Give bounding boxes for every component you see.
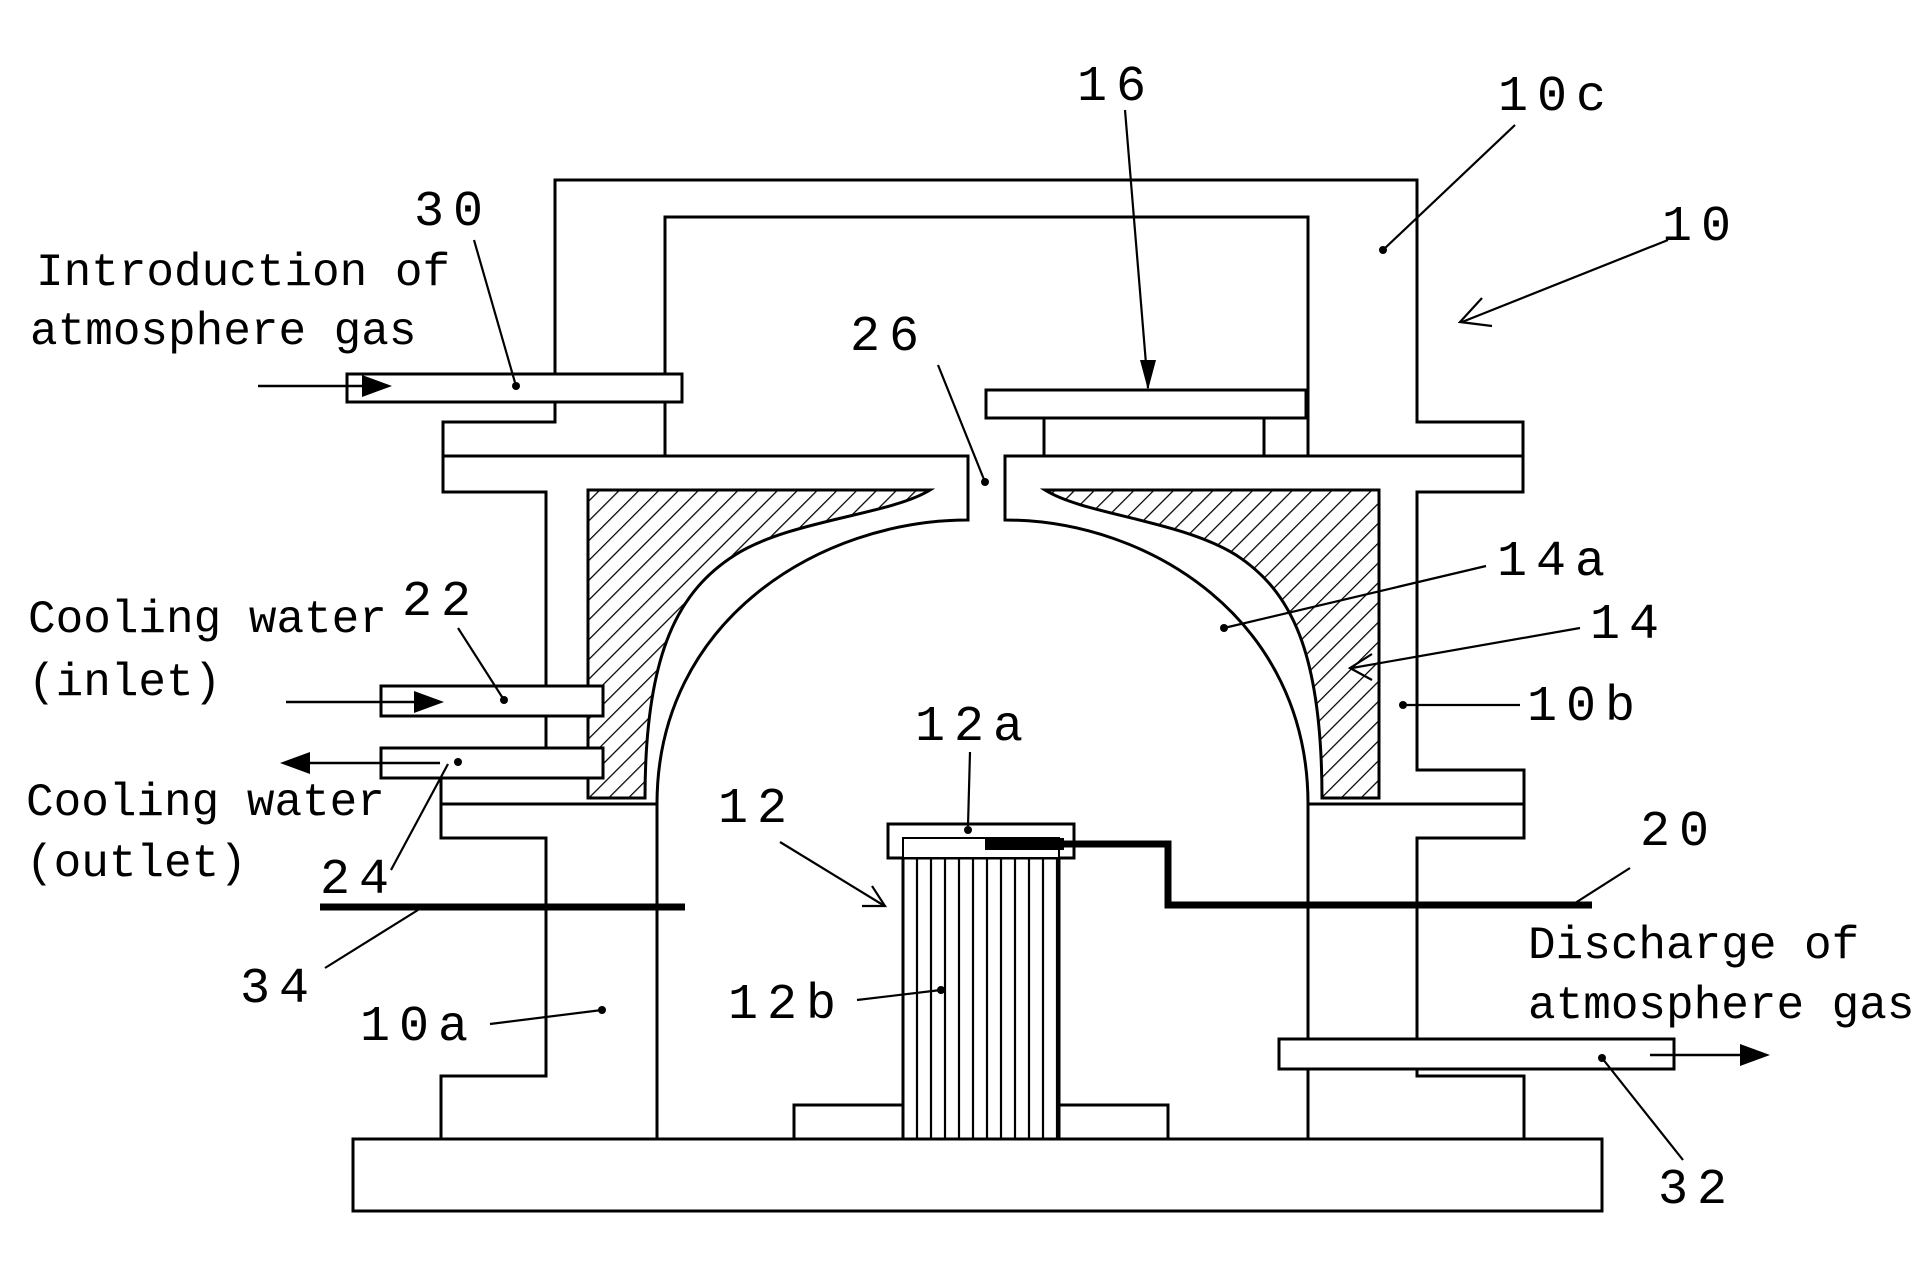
- insulator-14-left: [588, 490, 930, 798]
- label-discharge-1: Discharge of: [1528, 920, 1859, 972]
- leader-16-head: [1140, 360, 1156, 390]
- ref-32: 32: [1658, 1162, 1736, 1219]
- cooling-outlet-arrowhead: [280, 752, 310, 774]
- ref-24: 24: [320, 852, 398, 909]
- ref-12: 12: [718, 781, 796, 838]
- label-gas-intro-1: Introduction of: [36, 247, 450, 299]
- crucible-body-12b: [903, 838, 1059, 1139]
- leader-24: [391, 764, 448, 870]
- leader-16: [1125, 110, 1148, 388]
- dot-14a: [1220, 624, 1228, 632]
- label-cooling-in-1: Cooling water: [28, 594, 387, 646]
- ref-14: 14: [1590, 597, 1668, 654]
- ref-16: 16: [1077, 59, 1155, 116]
- ref-34: 34: [240, 961, 318, 1018]
- label-gas-intro-2: atmosphere gas: [30, 306, 416, 358]
- dot-12b: [937, 986, 945, 994]
- label-cooling-in-2: (inlet): [28, 657, 221, 709]
- gas-outlet-pipe-32: [1279, 1039, 1674, 1069]
- dot-26: [981, 478, 989, 486]
- ref-10c: 10c: [1498, 69, 1615, 126]
- ref-10: 10: [1662, 199, 1740, 256]
- base-plate: [353, 1139, 1602, 1211]
- plate-16-support: [1044, 418, 1264, 456]
- ref-26: 26: [850, 309, 928, 366]
- dot-10c: [1379, 246, 1387, 254]
- leader-12a: [968, 752, 970, 826]
- leader-12: [780, 842, 883, 905]
- leader-34: [325, 910, 418, 968]
- leader-20: [1572, 868, 1630, 905]
- label-cooling-out-1: Cooling water: [26, 777, 385, 829]
- ref-14a: 14a: [1497, 534, 1614, 591]
- label-discharge-2: atmosphere gas: [1528, 980, 1914, 1032]
- ref-30: 30: [414, 184, 492, 241]
- gas-outlet-arrowhead: [1740, 1044, 1770, 1066]
- dot-32: [1598, 1054, 1606, 1062]
- insulator-14-right: [1045, 490, 1379, 798]
- ref-10a: 10a: [360, 999, 477, 1056]
- dot-22: [500, 696, 508, 704]
- ref-10b: 10b: [1527, 679, 1644, 736]
- thermocouple-20: [985, 844, 1592, 905]
- upper-chamber-10c: [443, 180, 1523, 456]
- ref-12b: 12b: [728, 977, 845, 1034]
- dot-30: [512, 382, 520, 390]
- plate-16: [986, 390, 1306, 418]
- dot-10a: [598, 1006, 606, 1014]
- leader-32: [1602, 1058, 1683, 1160]
- dot-24: [454, 758, 462, 766]
- ref-20: 20: [1640, 804, 1718, 861]
- ref-22: 22: [402, 574, 480, 631]
- dot-12a: [964, 826, 972, 834]
- leader-10: [1462, 240, 1668, 322]
- ref-12a: 12a: [915, 699, 1032, 756]
- label-cooling-out-2: (outlet): [26, 838, 247, 890]
- leader-30: [474, 240, 516, 386]
- dot-10b: [1399, 701, 1407, 709]
